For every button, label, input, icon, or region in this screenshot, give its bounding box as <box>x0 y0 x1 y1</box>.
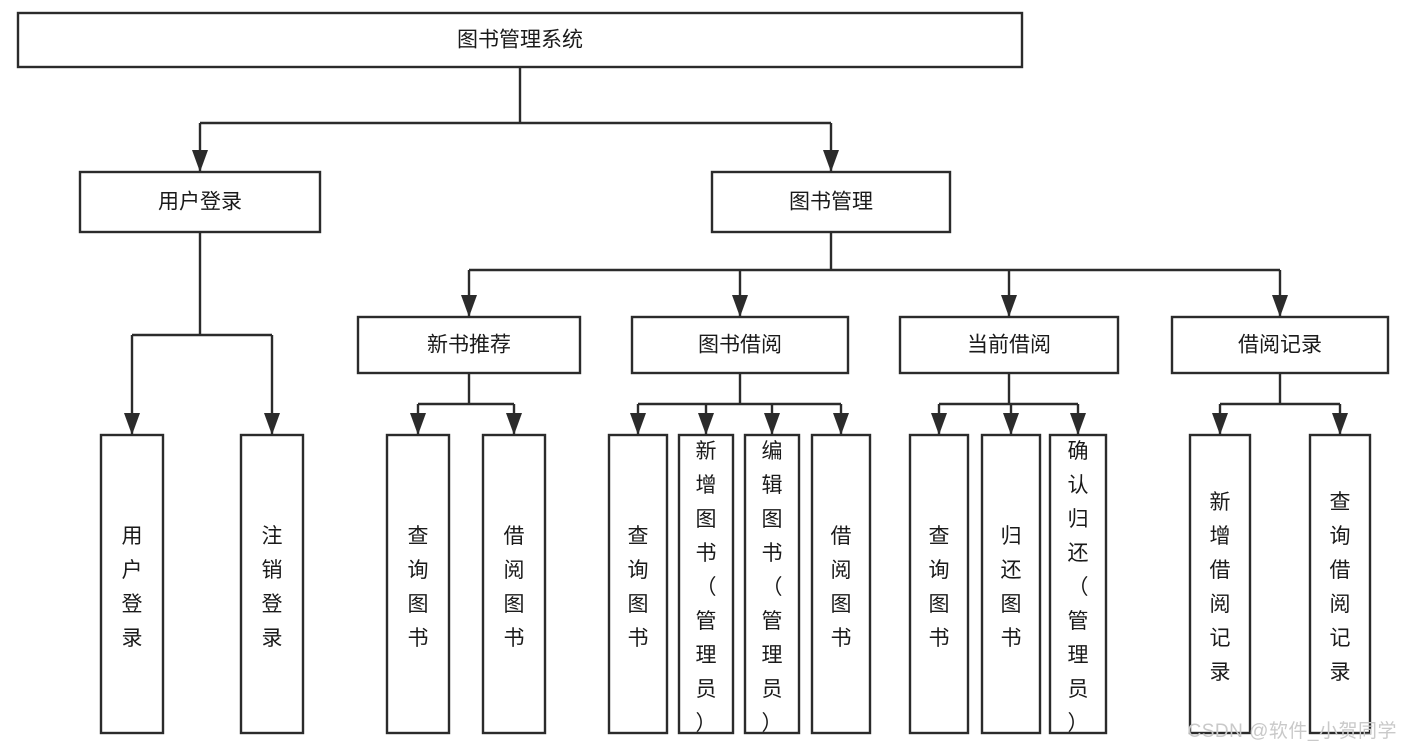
node-leaf-borrow-book-2[interactable]: 借阅图书 <box>810 433 872 735</box>
node-book-manage[interactable]: 图书管理 <box>710 170 952 234</box>
node-leaf-add-record[interactable]: 新增借阅记录 <box>1188 433 1252 735</box>
node-label: 借阅图书 <box>831 525 852 650</box>
node-label: 归还图书 <box>1001 525 1022 650</box>
node-label: 图书管理系统 <box>457 29 583 52</box>
node-box <box>607 433 669 735</box>
arrow-head-icon <box>410 413 426 435</box>
node-box <box>1188 433 1252 735</box>
node-leaf-confirm-return[interactable]: 确认归还（管理员） <box>1048 433 1108 735</box>
node-label: 新增借阅记录 <box>1210 491 1231 684</box>
node-label: 当前借阅 <box>967 334 1051 357</box>
node-box <box>908 433 970 735</box>
arrow-head-icon <box>823 150 839 172</box>
node-box <box>630 315 850 375</box>
node-label: 新书推荐 <box>427 334 511 357</box>
node-box <box>1170 315 1390 375</box>
node-leaf-user-login[interactable]: 用户登录 <box>99 433 165 735</box>
node-label: 新增图书（管理员） <box>696 440 717 735</box>
arrow-head-icon <box>124 413 140 435</box>
arrow-head-icon <box>732 295 748 317</box>
node-leaf-borrow-book-1[interactable]: 借阅图书 <box>481 433 547 735</box>
node-leaf-query-book-1[interactable]: 查询图书 <box>385 433 451 735</box>
node-box <box>1048 433 1108 735</box>
node-user-login[interactable]: 用户登录 <box>78 170 322 234</box>
node-leaf-query-book-2[interactable]: 查询图书 <box>607 433 669 735</box>
node-label: 编辑图书（管理员） <box>762 440 783 735</box>
arrow-head-icon <box>764 413 780 435</box>
node-label: 借阅记录 <box>1238 334 1322 357</box>
node-box <box>16 11 1024 69</box>
connector-layer <box>124 67 1348 435</box>
node-leaf-edit-book[interactable]: 编辑图书（管理员） <box>743 433 801 735</box>
node-current-borrow[interactable]: 当前借阅 <box>898 315 1120 375</box>
arrow-head-icon <box>264 413 280 435</box>
arrow-head-icon <box>1332 413 1348 435</box>
arrow-head-icon <box>1070 413 1086 435</box>
node-leaf-query-book-3[interactable]: 查询图书 <box>908 433 970 735</box>
node-label: 查询借阅记录 <box>1330 491 1351 684</box>
arrow-head-icon <box>630 413 646 435</box>
node-box <box>78 170 322 234</box>
arrow-head-icon <box>1212 413 1228 435</box>
node-box <box>356 315 582 375</box>
watermark-label: CSDN @软件_小贺同学 <box>1187 721 1397 742</box>
arrow-head-icon <box>506 413 522 435</box>
arrow-head-icon <box>461 295 477 317</box>
node-box <box>980 433 1042 735</box>
node-box <box>99 433 165 735</box>
arrow-head-icon <box>698 413 714 435</box>
node-box <box>898 315 1120 375</box>
node-label: 查询图书 <box>408 525 429 650</box>
node-label: 用户登录 <box>158 191 242 214</box>
node-label: 借阅图书 <box>504 525 525 650</box>
node-leaf-return-book[interactable]: 归还图书 <box>980 433 1042 735</box>
node-box <box>677 433 735 735</box>
node-layer: 图书管理系统用户登录图书管理新书推荐图书借阅当前借阅借阅记录用户登录注销登录查询… <box>16 11 1390 735</box>
node-box <box>1308 433 1372 735</box>
node-box <box>743 433 801 735</box>
node-label: 查询图书 <box>929 525 950 650</box>
node-box <box>810 433 872 735</box>
arrow-head-icon <box>931 413 947 435</box>
arrow-head-icon <box>192 150 208 172</box>
node-leaf-query-record[interactable]: 查询借阅记录 <box>1308 433 1372 735</box>
node-new-book-rec[interactable]: 新书推荐 <box>356 315 582 375</box>
node-leaf-add-book[interactable]: 新增图书（管理员） <box>677 433 735 735</box>
node-leaf-logout[interactable]: 注销登录 <box>239 433 305 735</box>
node-box <box>481 433 547 735</box>
node-label: 确认归还（管理员） <box>1068 440 1089 735</box>
node-label: 图书管理 <box>789 191 873 214</box>
node-borrow-record[interactable]: 借阅记录 <box>1170 315 1390 375</box>
node-root[interactable]: 图书管理系统 <box>16 11 1024 69</box>
arrow-head-icon <box>1272 295 1288 317</box>
node-box <box>385 433 451 735</box>
node-box <box>710 170 952 234</box>
node-label: 注销登录 <box>262 525 283 650</box>
node-box <box>239 433 305 735</box>
arrow-head-icon <box>833 413 849 435</box>
arrow-head-icon <box>1003 413 1019 435</box>
node-label: 图书借阅 <box>698 334 782 357</box>
node-label: 查询图书 <box>628 525 649 650</box>
node-label: 用户登录 <box>122 525 143 650</box>
arrow-head-icon <box>1001 295 1017 317</box>
node-book-borrow[interactable]: 图书借阅 <box>630 315 850 375</box>
